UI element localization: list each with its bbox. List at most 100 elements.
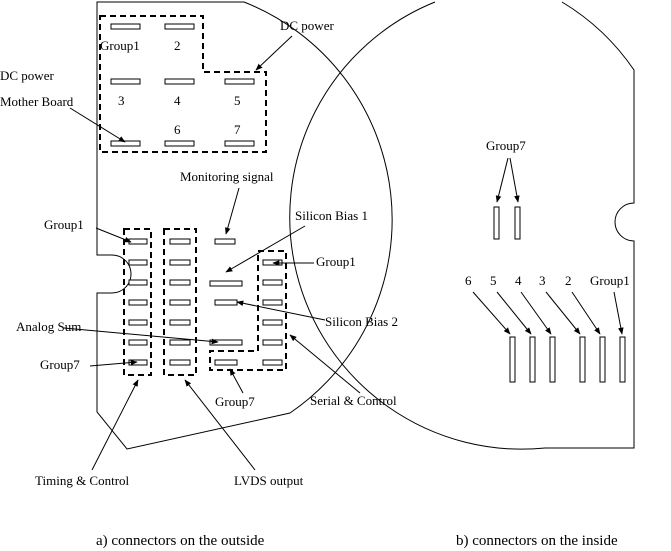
group-label-4: 4 <box>174 93 181 108</box>
inside-number-5: 5 <box>490 273 497 288</box>
inside-number-group1: Group1 <box>590 273 630 288</box>
timing-control-label: Timing & Control <box>35 473 130 488</box>
inside-number-6: 6 <box>465 273 472 288</box>
group7-bottom-connector <box>214 359 238 366</box>
arrow-6 <box>472 291 511 335</box>
silicon-bias-1-connector <box>209 280 243 287</box>
arrow-mother-board <box>69 107 126 143</box>
connector <box>169 279 191 286</box>
lvds-connectors <box>169 238 191 366</box>
arrow-timing-control <box>91 379 139 471</box>
arrow-group1 <box>613 291 624 335</box>
arrow-5 <box>496 291 532 335</box>
arrow-2 <box>571 291 601 335</box>
group7-left-label: Group7 <box>40 357 80 372</box>
connector <box>224 140 255 147</box>
connector <box>128 319 148 326</box>
group-label-2: 2 <box>174 38 181 53</box>
connector <box>529 336 536 383</box>
group-label-3: 3 <box>118 93 125 108</box>
connector <box>262 299 283 306</box>
group-label-5: 5 <box>234 93 241 108</box>
arrow-silicon-bias-2 <box>236 300 326 321</box>
connector <box>128 299 148 306</box>
inside-number-3: 3 <box>539 273 546 288</box>
arrow-lvds-output <box>184 379 256 471</box>
connector <box>262 339 283 346</box>
group-label-6: 6 <box>174 122 181 137</box>
connector <box>619 336 626 383</box>
arrow-serial-control <box>289 334 361 394</box>
inside-number-2: 2 <box>565 273 572 288</box>
connector <box>164 23 195 30</box>
arrow-monitoring <box>225 187 240 235</box>
analog-sum-connector <box>209 339 243 346</box>
analog-sum-label: Analog Sum <box>16 319 81 334</box>
leader-arrows-outside <box>63 35 361 471</box>
group7-inside-label: Group7 <box>486 138 526 153</box>
silicon-bias-2-connector <box>214 299 238 306</box>
group-label-7: 7 <box>234 122 241 137</box>
group7-bottom-label: Group7 <box>215 394 255 409</box>
top-connectors <box>110 23 255 147</box>
board-outline-inside <box>289 1 635 450</box>
board-outline-outside <box>96 1 393 450</box>
monitoring-connector <box>214 238 236 245</box>
connector <box>224 78 255 85</box>
caption-outside: a) connectors on the outside <box>96 533 265 549</box>
inside-number-4: 4 <box>515 273 522 288</box>
arrow-group1-left <box>95 227 132 243</box>
lvds-output-label: LVDS output <box>234 473 304 488</box>
arrow-group7-bottom <box>229 368 244 394</box>
timing-control-group <box>123 228 152 376</box>
connector <box>599 336 606 383</box>
arrow-group7-a <box>495 157 509 203</box>
arrow-group7-left <box>89 359 138 367</box>
connector <box>110 140 141 147</box>
connector <box>128 238 148 245</box>
connector <box>169 299 191 306</box>
timing-control-connectors <box>128 238 148 366</box>
lvds-output-group <box>163 228 197 376</box>
dc-power-top-label: DC power <box>280 18 334 33</box>
connector <box>262 279 283 286</box>
connector <box>169 259 191 266</box>
group7-inside-connector-a <box>493 206 500 240</box>
leader-arrows-inside <box>472 157 624 335</box>
silicon-bias-1-label: Silicon Bias 1 <box>295 208 368 223</box>
connector <box>262 319 283 326</box>
dc-power-left-label: DC power <box>0 68 54 83</box>
connector <box>509 336 516 383</box>
inside-connectors <box>509 336 626 383</box>
arrow-group7-b <box>509 157 520 203</box>
group7-inside-connector-b <box>514 206 521 240</box>
monitoring-signal-label: Monitoring signal <box>180 169 274 184</box>
group1-left-label: Group1 <box>44 217 84 232</box>
connector <box>169 319 191 326</box>
connector <box>128 279 148 286</box>
connector <box>262 359 283 366</box>
arrow-3 <box>545 291 581 335</box>
serial-control-connectors <box>262 259 283 366</box>
group-label-1: Group1 <box>100 38 140 53</box>
silicon-bias-2-label: Silicon Bias 2 <box>325 314 398 329</box>
serial-control-label: Serial & Control <box>310 393 397 408</box>
connector <box>110 78 141 85</box>
mother-board-label: Mother Board <box>0 94 74 109</box>
group1-right-label: Group1 <box>316 254 356 269</box>
connector <box>164 140 195 147</box>
connector <box>110 23 141 30</box>
connector <box>169 359 191 366</box>
connector <box>128 339 148 346</box>
connector <box>128 259 148 266</box>
connector <box>169 238 191 245</box>
caption-inside: b) connectors on the inside <box>456 533 618 549</box>
arrow-silicon-bias-1 <box>225 225 306 273</box>
connector <box>579 336 586 383</box>
arrow-analog-sum <box>63 327 219 345</box>
arrow-4 <box>520 291 552 335</box>
serial-control-group <box>209 250 287 371</box>
connector <box>549 336 556 383</box>
